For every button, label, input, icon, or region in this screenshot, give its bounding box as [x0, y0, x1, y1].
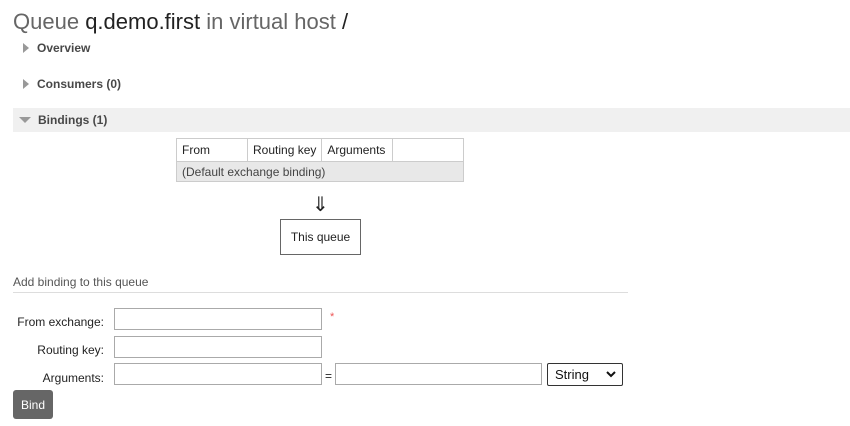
required-marker: * — [330, 311, 335, 323]
page-title: Queue q.demo.first in virtual host / — [13, 8, 348, 36]
title-middle: in virtual host — [206, 9, 336, 34]
default-binding-cell: (Default exchange binding) — [175, 161, 465, 182]
routing-key-input[interactable] — [114, 336, 322, 358]
argument-key-input[interactable] — [114, 363, 322, 385]
col-arguments: Arguments — [321, 138, 394, 162]
equals-sign: = — [325, 369, 333, 383]
col-routing-key: Routing key — [246, 138, 323, 162]
section-overview[interactable]: Overview — [13, 36, 850, 60]
section-overview-label: Overview — [37, 41, 91, 55]
from-exchange-label: From exchange: — [17, 315, 104, 329]
bindings-header-row: From Routing key Arguments — [176, 138, 465, 162]
argument-type-value: String — [555, 367, 589, 382]
bindings-table: From Routing key Arguments (Default exch… — [175, 138, 465, 182]
col-actions — [392, 138, 465, 162]
section-bindings[interactable]: Bindings (1) — [13, 108, 850, 132]
routing-key-label: Routing key: — [37, 343, 104, 357]
section-consumers[interactable]: Consumers (0) — [13, 72, 850, 96]
chevron-down-icon — [606, 371, 616, 378]
section-consumers-label: Consumers (0) — [37, 77, 122, 91]
from-exchange-input[interactable] — [114, 308, 322, 330]
queue-name: q.demo.first — [85, 9, 201, 34]
table-row: (Default exchange binding) — [175, 161, 465, 182]
down-arrow-icon: ⇓ — [312, 194, 329, 216]
add-binding-heading: Add binding to this queue — [13, 275, 628, 293]
arguments-label: Arguments: — [42, 371, 104, 385]
collapse-arrow-icon — [19, 117, 31, 123]
argument-type-select[interactable]: String — [547, 363, 623, 386]
title-prefix: Queue — [13, 9, 80, 34]
col-from: From — [176, 138, 248, 162]
vhost-name: / — [342, 9, 349, 34]
expand-arrow-icon — [23, 79, 29, 89]
expand-arrow-icon — [23, 43, 29, 53]
section-bindings-label: Bindings (1) — [38, 113, 108, 127]
this-queue-box: This queue — [280, 219, 361, 255]
bind-button[interactable]: Bind — [13, 390, 53, 419]
argument-value-input[interactable] — [335, 363, 542, 385]
